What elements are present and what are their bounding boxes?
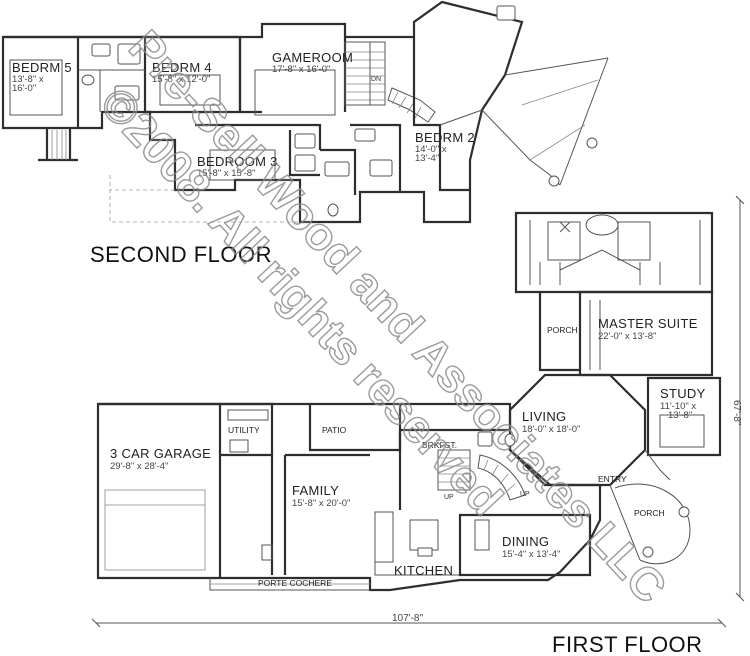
overall-width-dimension: 107'-8" [392, 613, 423, 624]
garage-size: 29'-8" x 28'-4" [110, 461, 168, 472]
bedrm2-size-line1: 14'-0" x [415, 144, 447, 155]
stair-down-label: DN [371, 76, 381, 83]
bedrm4-label: BEDRM 4 [152, 60, 212, 75]
first-floor-plan [96, 211, 722, 592]
kitchen-label: KITCHEN [394, 563, 453, 578]
porch-upper-label: PORCH [547, 325, 578, 335]
dining-size: 15'-4" x 13'-4" [502, 549, 560, 560]
first-floor-title: FIRST FLOOR [552, 632, 703, 656]
entry-label: ENTRY [598, 474, 627, 484]
brkfst-label: BRKFST. [422, 440, 457, 450]
stair-up-label-2: UP [520, 491, 530, 498]
master-suite-size: 22'-0" x 13'-8" [598, 331, 656, 342]
second-floor-plan [1, 0, 609, 224]
family-size: 15'-8" x 20'-0" [292, 498, 350, 509]
bedroom3-size: 15'-8" x 15'-8" [197, 168, 255, 179]
gameroom-size: 17'-8" x 16'-0" [272, 64, 330, 75]
family-label: FAMILY [292, 483, 339, 498]
living-size: 18'-0" x 18'-0" [522, 424, 580, 435]
dining-label: DINING [502, 534, 549, 549]
watermark-line1: Pre-Sell Wood and Associates LLC [119, 20, 677, 613]
study-label: STUDY [660, 386, 706, 401]
bedrm5-label: BEDRM 5 [12, 60, 72, 75]
stair-up-label-1: UP [444, 494, 454, 501]
master-suite-label: MASTER SUITE [598, 316, 698, 331]
bedrm2-label: BEDRM 2 [415, 130, 475, 145]
bedrm5-size-line2: 16'-0" [12, 83, 36, 94]
living-label: LIVING [522, 409, 566, 424]
porch-entry-label: PORCH [634, 508, 665, 518]
dimension-lines [91, 195, 745, 628]
overall-depth-dimension: 67'-8" [731, 400, 742, 426]
bedrm4-size: 15'-8" x 12'-0" [152, 74, 210, 85]
gameroom-label: GAMEROOM [272, 50, 353, 65]
study-size-line1: 11'-10" x [660, 401, 696, 412]
porte-cochere-label: PORTE COCHERE [258, 578, 332, 588]
bedrm2-size-line2: 13'-4" [415, 153, 439, 164]
study-size-line2: 13'-8" [668, 410, 692, 421]
bedroom3-label: BEDROOM 3 [197, 154, 278, 169]
patio-label: PATIO [322, 425, 347, 435]
second-floor-title: SECOND FLOOR [90, 242, 272, 267]
utility-label: UTILITY [228, 425, 260, 435]
garage-label: 3 CAR GARAGE [110, 446, 211, 461]
bedrm5-size-line1: 13'-8" x [12, 74, 44, 85]
